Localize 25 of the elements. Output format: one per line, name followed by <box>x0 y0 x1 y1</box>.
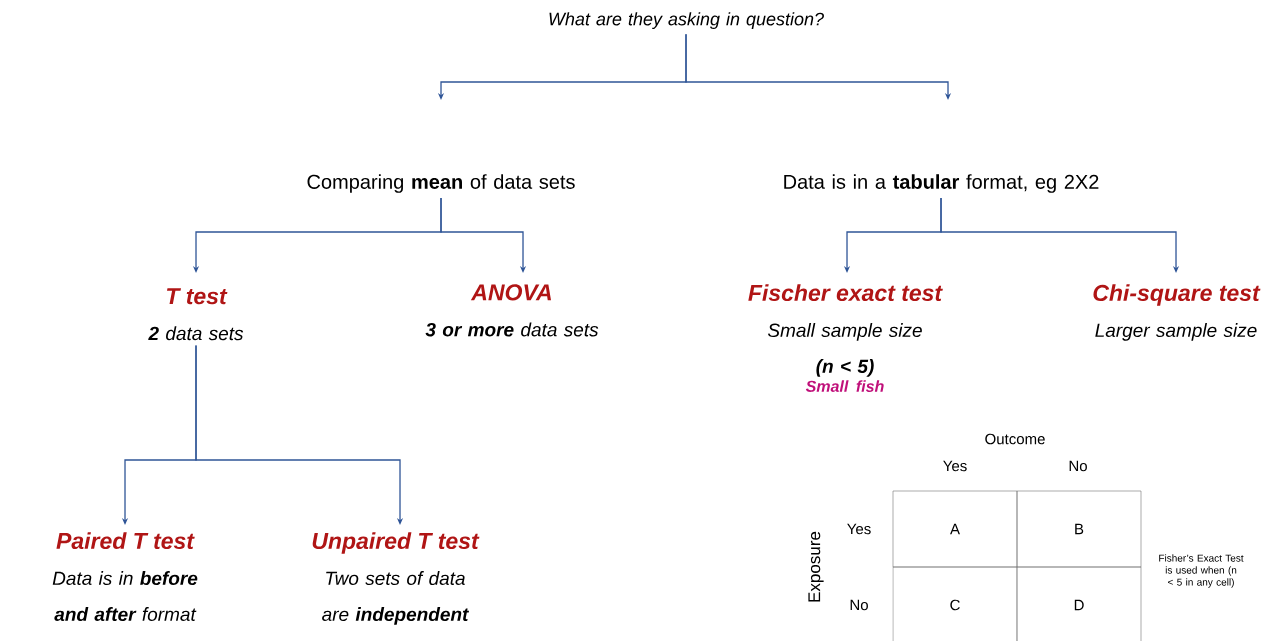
category-text: Data is in a tabular format, eg 2X2 <box>784 174 1099 193</box>
arrow <box>440 197 527 273</box>
test-text: Unpaired T test Two sets of data are independent <box>312 532 480 625</box>
question-text: What are they asking in question? <box>549 12 824 29</box>
table-heading: Outcome <box>985 433 1045 445</box>
test-text: T test 2 data sets <box>148 288 244 341</box>
arrow <box>940 197 1180 273</box>
table-cell: D <box>1016 566 1142 641</box>
arrow <box>195 344 404 525</box>
row-label: No <box>850 599 868 611</box>
column-label: No <box>1069 460 1087 472</box>
table-cell: C <box>892 566 1018 641</box>
test-text: Fischer exact test Small sample size (n < 5) <box>748 284 943 377</box>
table-cell: A <box>892 490 1018 568</box>
column-label: Yes <box>943 460 967 472</box>
test-text: ANOVA 3 or more data sets <box>425 284 599 337</box>
category-text: Comparing mean of data sets <box>307 174 575 193</box>
axis-label: Exposure <box>808 531 824 602</box>
table-cell: B <box>1016 490 1142 568</box>
test-text: Chi-square test Larger sample size <box>1093 284 1261 341</box>
arrow <box>685 33 952 100</box>
note-text: Small fish <box>805 380 884 392</box>
row-label: Yes <box>847 523 871 535</box>
note-text: Fisher’s Exact Test is used when (n < 5 in any cell) <box>1159 554 1244 588</box>
test-text: Paired T test Data is in before and after format <box>52 532 198 622</box>
